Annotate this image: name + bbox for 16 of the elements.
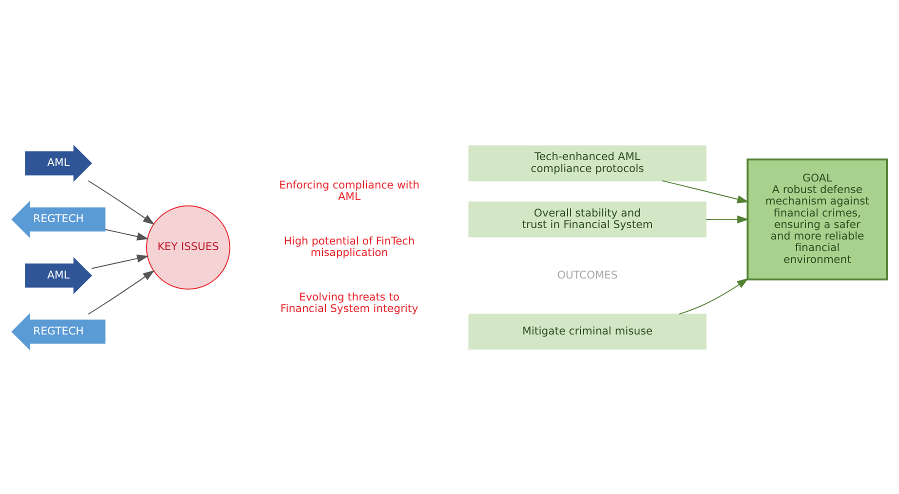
arrow: [88, 180, 155, 224]
label: OUTCOMES: [557, 268, 618, 281]
arrow: [88, 270, 155, 314]
arrow: [91, 254, 149, 268]
node-box: Overall stability and trust in Financial System: [468, 201, 706, 237]
node-box: GOAL A robust defense mechanism against financial crimes, ensuring a safer and more reliable financial environment: [746, 158, 888, 280]
node-circle: KEY ISSUES: [146, 204, 230, 290]
node-text: High potential of FinTech misapplication: [284, 234, 415, 259]
arrow: [678, 278, 749, 314]
node-text: Enforcing compliance with AML: [279, 178, 420, 202]
arrow: [104, 228, 149, 240]
node-text: Evolving threats to Financial System integrity: [280, 290, 418, 315]
arrow: [662, 180, 749, 203]
node-box: Tech-enhanced AML compliance protocols: [468, 144, 706, 181]
node-box: Mitigate criminal misuse: [468, 313, 706, 350]
arrow: [706, 214, 749, 223]
